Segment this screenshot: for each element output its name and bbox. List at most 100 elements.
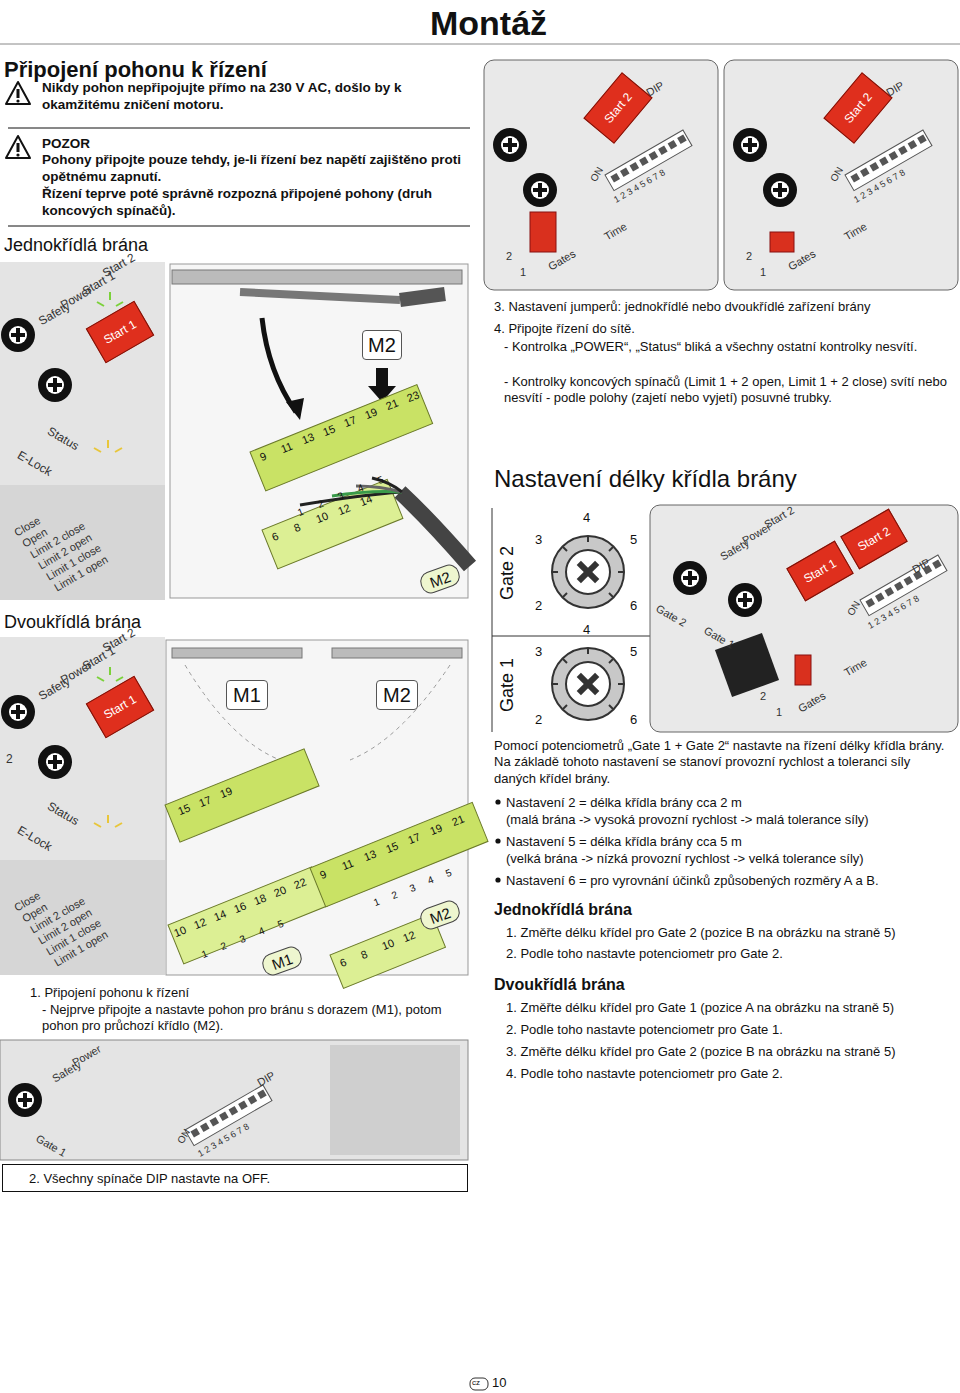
- sub-heading: Dvoukřídlá brána: [494, 975, 794, 995]
- node-text: 2. Všechny spínače DIP nastavte na OFF.: [29, 1171, 270, 1186]
- step-text: 2. Podle toho nastavte potenciometr pro …: [506, 946, 956, 962]
- dial-number: 3: [535, 644, 542, 660]
- dial-label: Gate 1: [496, 658, 519, 712]
- drawing-use: [38, 368, 72, 402]
- drawing-line: [109, 667, 111, 675]
- drawing-line: [115, 823, 122, 827]
- drawing-rect: [724, 60, 958, 290]
- drawing-rect: [0, 860, 165, 975]
- dial-number: 2: [535, 712, 542, 728]
- drawing-use: [763, 173, 797, 207]
- drawing-use: [552, 648, 624, 720]
- node-text: M2: [368, 334, 396, 357]
- drawing-line: [240, 292, 400, 300]
- drawing-rect: [795, 655, 811, 685]
- motor-label-box: M1: [226, 680, 268, 710]
- drawing-rect: [262, 479, 403, 569]
- drawing-circle: [495, 799, 500, 804]
- step-text: 1. Změřte délku křídel pro Gate 1 (pozic…: [506, 1000, 956, 1016]
- bullet-text: Nastavení 5 = délka křídla brány cca 5 m: [506, 834, 954, 850]
- node-text: Start 2: [601, 90, 634, 126]
- drawing-line: [107, 815, 109, 823]
- dial-number: 5: [630, 644, 637, 660]
- drawing-line: [109, 292, 111, 300]
- drawing-use: [6, 136, 30, 158]
- drawing-rect: [470, 1378, 488, 1390]
- pcb-label: 1: [760, 266, 766, 280]
- step-text: - Kontrolky koncových spínačů (Limit 1 +…: [504, 374, 950, 407]
- pcb-label: 2: [746, 250, 752, 264]
- drawing-line: [94, 823, 101, 827]
- drawing-use: [552, 536, 624, 608]
- drawing-line: [116, 302, 123, 306]
- drawing-use: [38, 745, 72, 779]
- dial-number: 3: [535, 532, 542, 548]
- node-text: Start 2: [841, 90, 874, 126]
- drawing-g: [94, 440, 122, 452]
- step-text: 3. Nastavení jumperů: jednokřídlé nebo d…: [494, 299, 954, 315]
- node-text: Start 1: [801, 556, 839, 586]
- drawing-rect: [650, 505, 958, 732]
- dial-label: Gate 2: [496, 546, 519, 600]
- drawing-line: [94, 448, 101, 452]
- page-title: Montáž: [430, 2, 547, 45]
- drawing-rect: [172, 270, 462, 284]
- dial-number: 5: [630, 532, 637, 548]
- motor-label-box: M2: [362, 330, 402, 360]
- drawing-rect: [0, 1040, 468, 1160]
- dial-number: 6: [630, 598, 637, 614]
- pcb-label: 2: [6, 752, 13, 767]
- node-text: M2: [427, 903, 452, 926]
- drawing-use: [523, 173, 557, 207]
- drawing-use: [1, 695, 35, 729]
- drawing-line: [116, 677, 123, 681]
- drawing-g: [94, 815, 122, 827]
- drawing-line: [492, 636, 650, 637]
- dial-number: 6: [630, 712, 637, 728]
- section-heading: Dvoukřídlá brána: [4, 611, 304, 634]
- node-text: M1: [233, 684, 261, 707]
- drawing-rect: [330, 1045, 460, 1155]
- drawing-use: [6, 82, 30, 104]
- node-text: Start 1: [101, 692, 139, 722]
- step-text: - Nejprve připojte a nastavte pohon pro …: [42, 1002, 462, 1035]
- pcb-label: 1: [520, 266, 526, 280]
- drawing-use: [493, 128, 527, 162]
- drawing-g: [300, 478, 402, 505]
- drawing-path: [300, 492, 402, 505]
- drawing-rect: [168, 867, 327, 964]
- drawing-path: [262, 318, 296, 412]
- drawing-rect: [0, 637, 165, 975]
- drawing-use: [8, 1083, 42, 1117]
- drawing-g: [97, 667, 123, 681]
- drawing-rect: [170, 264, 468, 598]
- drawing-rect: [166, 640, 468, 975]
- body-text: Pomocí potenciometrů „Gate 1 + Gate 2“ n…: [494, 738, 950, 787]
- drawing-line: [115, 448, 122, 452]
- drawing-line: [97, 677, 104, 681]
- drawing-use: [1, 318, 35, 352]
- bullet-text: Nastavení 2 = délka křídla brány cca 2 m: [506, 795, 954, 811]
- dial-number: 2: [535, 598, 542, 614]
- drawing-path: [372, 478, 402, 492]
- step-text: 1. Připojení pohonu k řízení: [30, 985, 460, 1001]
- drawing-path: [185, 665, 280, 760]
- drawing-path: [400, 492, 470, 566]
- warning-text: Pohony připojte pouze tehdy, je-li řízen…: [42, 152, 470, 186]
- warning-text: Nikdy pohon nepřipojujte přímo na 230 V …: [42, 80, 470, 114]
- sub-heading: Jednokřídlá brána: [494, 900, 794, 920]
- step-text: 4. Připojte řízení do sítě.: [494, 321, 954, 337]
- step-text: 4. Podle toho nastavte potenciometr pro …: [506, 1066, 956, 1082]
- drawing-circle: [495, 838, 500, 843]
- drawing-path: [350, 665, 450, 760]
- note-box: 2. Všechny spínače DIP nastavte na OFF.: [2, 1164, 468, 1192]
- drawing-line: [107, 440, 109, 448]
- drawing-line: [492, 508, 493, 732]
- bullet-text: Nastavení 6 = pro vyrovnání účinků způso…: [506, 873, 954, 889]
- section-heading: Připojení pohonu k řízení: [4, 56, 474, 84]
- drawing-rect: [332, 648, 462, 658]
- node-text: Start 2: [855, 524, 893, 554]
- section-heading: Nastavení délky křídla brány: [494, 464, 954, 494]
- motor-label-box: M2: [376, 680, 418, 710]
